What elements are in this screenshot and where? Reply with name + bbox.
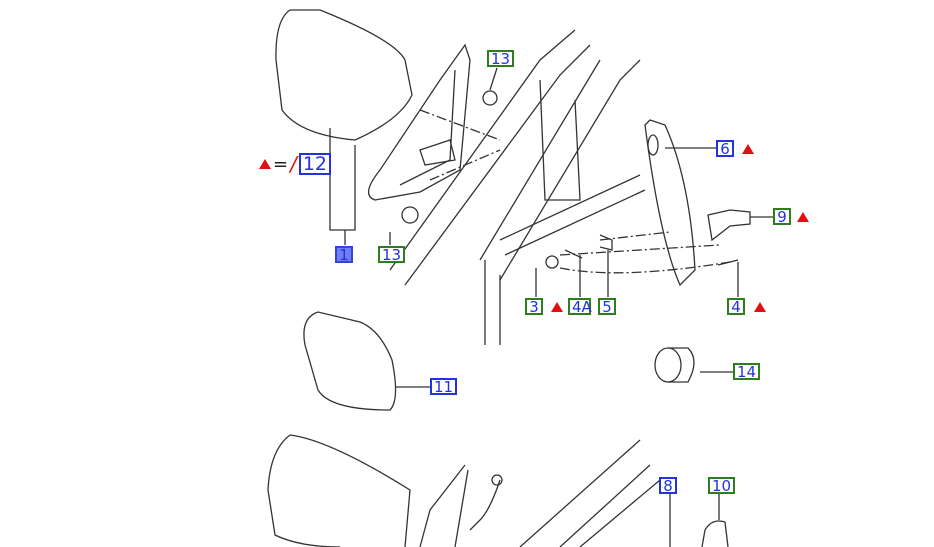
mirror-glass xyxy=(303,311,397,411)
legend-not-included: = / 12 xyxy=(259,152,332,176)
callout-9[interactable]: 9 xyxy=(773,208,791,225)
callout-14[interactable]: 14 xyxy=(733,363,761,380)
callout-5[interactable]: 5 xyxy=(598,298,616,315)
callout-12[interactable]: 12 xyxy=(298,153,332,175)
callout-10[interactable]: 10 xyxy=(708,477,736,494)
callout-6[interactable]: 6 xyxy=(716,140,734,157)
warning-triangle-icon xyxy=(742,144,754,154)
warning-triangle-icon xyxy=(797,212,809,222)
adjuster-boot xyxy=(707,209,751,242)
warning-triangle-icon xyxy=(551,302,563,312)
mirror-housing-bottom xyxy=(267,434,411,547)
callout-13-top[interactable]: 13 xyxy=(487,50,515,67)
callout-1[interactable]: 1 xyxy=(335,246,353,263)
mirror-housing-top xyxy=(275,9,413,141)
mirror-bracket xyxy=(368,43,471,201)
door-frame xyxy=(389,29,641,286)
mirror-plate xyxy=(644,119,696,287)
warning-triangle-icon xyxy=(259,159,271,169)
warning-triangle-icon xyxy=(754,302,766,312)
callout-3[interactable]: 3 xyxy=(525,298,543,315)
callout-4a[interactable]: 4A xyxy=(568,298,592,315)
callout-13-bottom[interactable]: 13 xyxy=(378,246,406,263)
callout-8[interactable]: 8 xyxy=(659,477,677,494)
legend-not-mark: / xyxy=(290,152,297,176)
callout-4[interactable]: 4 xyxy=(727,298,745,315)
callout-11[interactable]: 11 xyxy=(430,378,458,395)
legend-equals: = xyxy=(273,153,289,175)
